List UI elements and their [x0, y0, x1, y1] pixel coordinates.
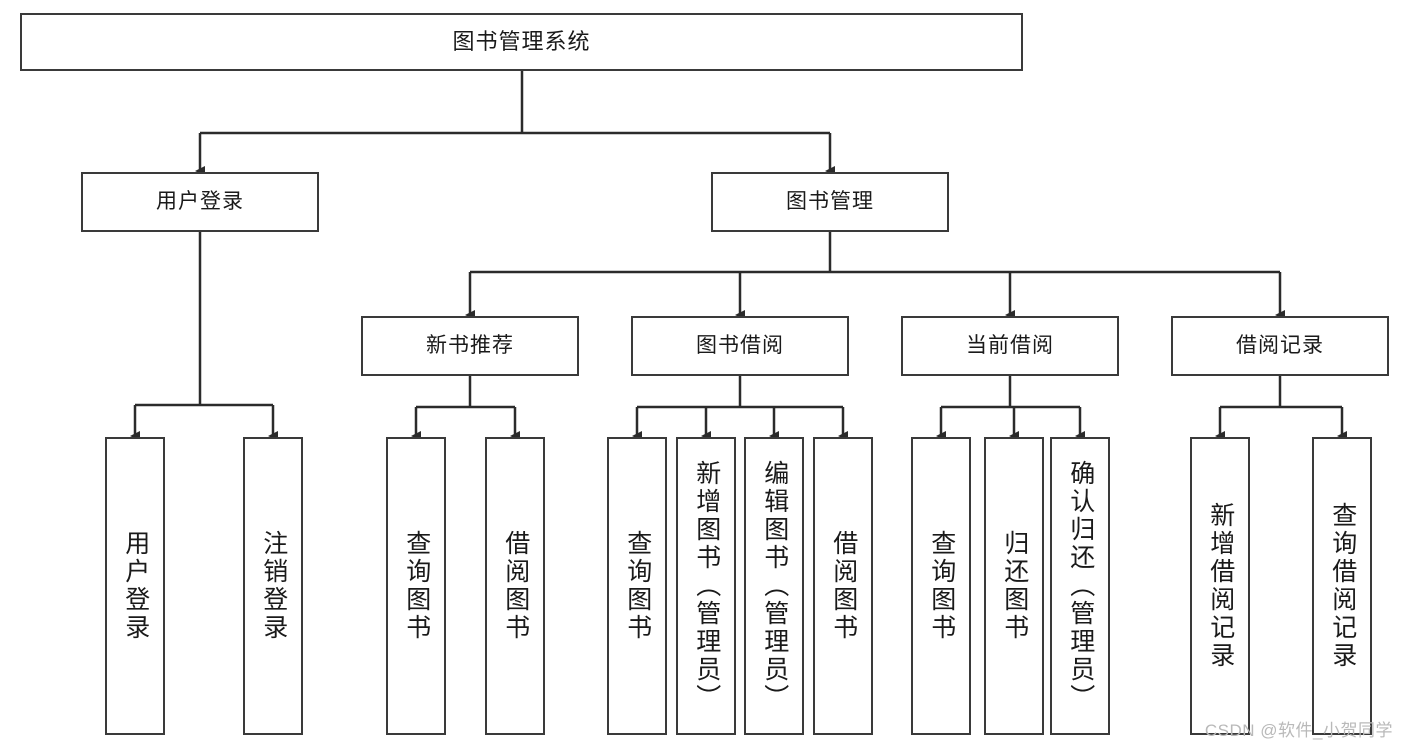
node-label: 借阅图书: [501, 530, 530, 642]
node-leaf-new-1[interactable]: 查询图书: [386, 437, 446, 735]
node-label: 借阅记录: [1236, 334, 1324, 358]
node-label: 图书管理系统: [452, 28, 591, 54]
node-label: 确认归还（管理员）: [1066, 460, 1095, 712]
node-leaf-cur-3[interactable]: 确认归还（管理员）: [1050, 437, 1110, 735]
node-leaf-cur-2[interactable]: 归还图书: [984, 437, 1044, 735]
node-leaf-cur-1[interactable]: 查询图书: [911, 437, 971, 735]
node-label: 图书借阅: [696, 334, 784, 358]
node-label: 查询图书: [927, 530, 956, 642]
node-label: 查询图书: [402, 530, 431, 642]
node-leaf-new-2[interactable]: 借阅图书: [485, 437, 545, 735]
node-leaf-borrow-1[interactable]: 查询图书: [607, 437, 667, 735]
node-label: 用户登录: [156, 190, 244, 214]
node-leaf-borrow-2[interactable]: 新增图书（管理员）: [676, 437, 736, 735]
node-leaf-borrow-3[interactable]: 编辑图书（管理员）: [744, 437, 804, 735]
node-leaf-login-2[interactable]: 注销登录: [243, 437, 303, 735]
node-label: 新增借阅记录: [1206, 502, 1235, 670]
node-borrow[interactable]: 图书借阅: [631, 316, 849, 376]
node-label: 图书管理: [786, 190, 874, 214]
node-label: 编辑图书（管理员）: [760, 460, 789, 712]
node-newbook[interactable]: 新书推荐: [361, 316, 579, 376]
node-label: 注销登录: [259, 530, 288, 642]
node-label: 新书推荐: [426, 334, 514, 358]
node-label: 查询图书: [623, 530, 652, 642]
node-label: 归还图书: [1000, 530, 1029, 642]
node-login[interactable]: 用户登录: [81, 172, 319, 232]
node-label: 查询借阅记录: [1328, 502, 1357, 670]
node-root[interactable]: 图书管理系统: [20, 13, 1023, 71]
edge-paths: [130, 71, 1347, 441]
node-records[interactable]: 借阅记录: [1171, 316, 1389, 376]
node-leaf-borrow-4[interactable]: 借阅图书: [813, 437, 873, 735]
node-label: 新增图书（管理员）: [692, 460, 721, 712]
watermark-text: CSDN @软件_小贺同学: [1204, 721, 1393, 740]
node-leaf-login-1[interactable]: 用户登录: [105, 437, 165, 735]
node-label: 用户登录: [121, 530, 150, 642]
node-current[interactable]: 当前借阅: [901, 316, 1119, 376]
node-label: 借阅图书: [829, 530, 858, 642]
node-leaf-rec-1[interactable]: 新增借阅记录: [1190, 437, 1250, 735]
node-bookmgmt[interactable]: 图书管理: [711, 172, 949, 232]
node-label: 当前借阅: [966, 334, 1054, 358]
node-leaf-rec-2[interactable]: 查询借阅记录: [1312, 437, 1372, 735]
